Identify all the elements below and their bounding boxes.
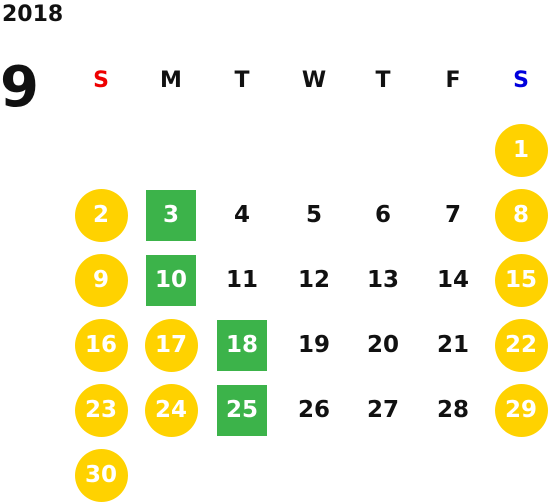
day-cell-1[interactable]: 1 bbox=[494, 123, 548, 177]
day-cell-13[interactable]: 13 bbox=[366, 267, 399, 293]
day-cell-22[interactable]: 22 bbox=[494, 318, 548, 372]
day-cell-11[interactable]: 11 bbox=[225, 267, 258, 293]
year-label: 2018 bbox=[2, 2, 64, 27]
day-cell-18[interactable]: 18 bbox=[217, 319, 267, 371]
day-cell-30[interactable]: 30 bbox=[74, 448, 128, 502]
day-cell-3[interactable]: 3 bbox=[146, 189, 196, 241]
day-cell-8[interactable]: 8 bbox=[494, 188, 548, 242]
day-cell-28[interactable]: 28 bbox=[436, 397, 469, 423]
day-cell-4[interactable]: 4 bbox=[233, 202, 250, 228]
day-cell-9[interactable]: 9 bbox=[74, 253, 128, 307]
day-cell-7[interactable]: 7 bbox=[444, 202, 461, 228]
day-cell-26[interactable]: 26 bbox=[297, 397, 330, 423]
weekday-tue: T bbox=[234, 68, 250, 93]
month-number: 9 bbox=[0, 55, 39, 120]
weekday-fri: F bbox=[445, 68, 461, 93]
day-cell-29[interactable]: 29 bbox=[494, 383, 548, 437]
weekday-sun: S bbox=[93, 68, 109, 93]
day-cell-25[interactable]: 25 bbox=[217, 384, 267, 436]
day-cell-24[interactable]: 24 bbox=[144, 383, 198, 437]
day-cell-15[interactable]: 15 bbox=[494, 253, 548, 307]
day-cell-19[interactable]: 19 bbox=[297, 332, 330, 358]
day-cell-23[interactable]: 23 bbox=[74, 383, 128, 437]
weekday-thu: T bbox=[375, 68, 391, 93]
day-cell-17[interactable]: 17 bbox=[144, 318, 198, 372]
day-cell-10[interactable]: 10 bbox=[146, 254, 196, 306]
day-cell-14[interactable]: 14 bbox=[436, 267, 469, 293]
day-cell-21[interactable]: 21 bbox=[436, 332, 469, 358]
weekday-wed: W bbox=[301, 68, 327, 93]
day-cell-5[interactable]: 5 bbox=[305, 202, 322, 228]
day-cell-20[interactable]: 20 bbox=[366, 332, 399, 358]
day-cell-16[interactable]: 16 bbox=[74, 318, 128, 372]
day-cell-12[interactable]: 12 bbox=[297, 267, 330, 293]
day-cell-2[interactable]: 2 bbox=[74, 188, 128, 242]
day-cell-27[interactable]: 27 bbox=[366, 397, 399, 423]
day-cell-6[interactable]: 6 bbox=[374, 202, 391, 228]
weekday-sat: S bbox=[513, 68, 529, 93]
weekday-mon: M bbox=[160, 68, 182, 93]
